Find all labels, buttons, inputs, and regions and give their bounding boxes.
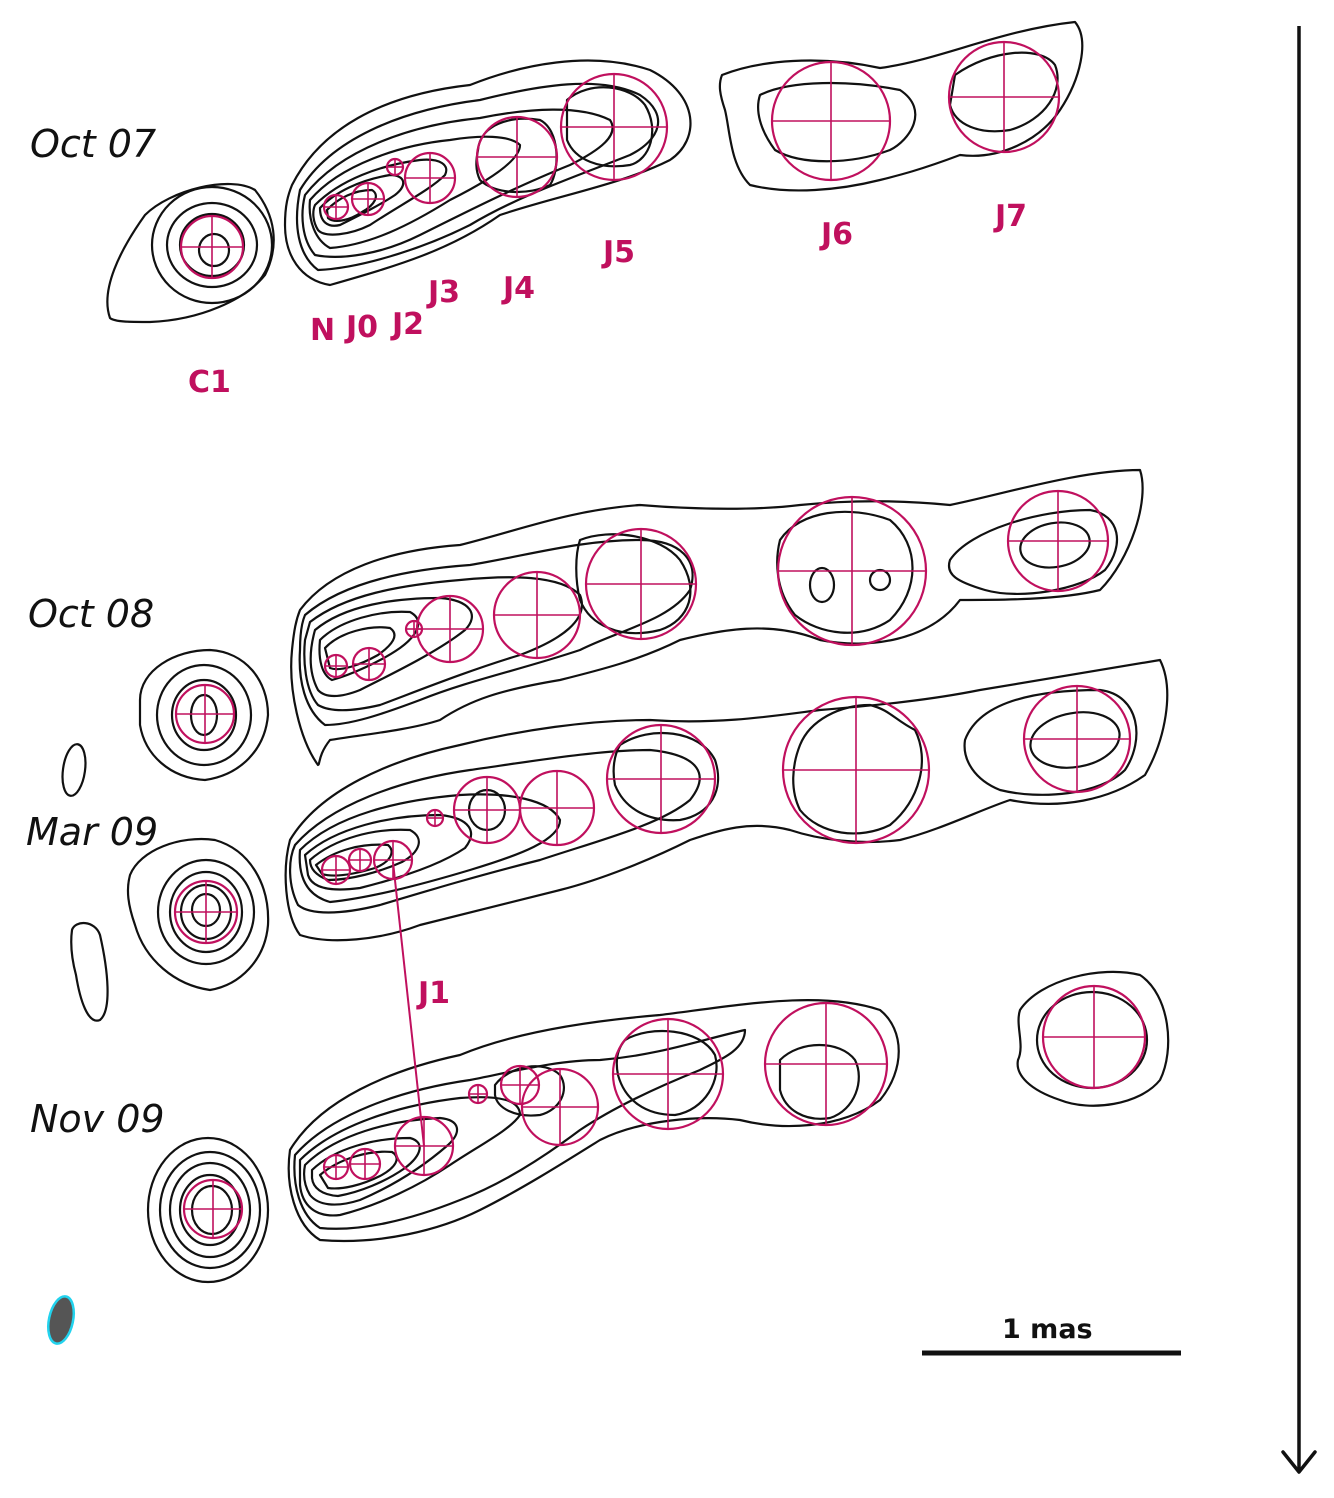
component-j3-oct08	[415, 594, 485, 664]
component-j3-nov09	[499, 1064, 541, 1106]
component-j6-mar09	[781, 695, 931, 845]
label-j7: J7	[993, 199, 1027, 234]
label-j1: J1	[416, 976, 450, 1011]
epoch-label-oct08: Oct 08	[28, 592, 154, 636]
label-j0: J0	[344, 310, 378, 345]
epoch-label-nov09: Nov 09	[30, 1097, 165, 1141]
component-j3-mar09	[452, 775, 522, 845]
component-j7-oct07	[947, 40, 1061, 154]
component-j6-oct07	[770, 60, 892, 182]
component-c1-nov09	[182, 1178, 244, 1240]
component-j2-mar09	[425, 808, 445, 828]
component-j5-oct07	[559, 72, 669, 182]
label-j3: J3	[426, 275, 460, 310]
component-j4-mar09	[518, 769, 596, 847]
component-j6-nov09	[763, 1001, 889, 1127]
scale-bar-label: 1 mas	[1002, 1314, 1093, 1345]
label-j6: J6	[819, 217, 853, 252]
epoch-label-mar09: Mar 09	[26, 810, 158, 854]
component-j7-oct08	[1006, 489, 1110, 593]
component-j7-nov09	[1041, 984, 1147, 1090]
epoch-label-oct07: Oct 07	[30, 122, 156, 166]
component-j5-oct08	[584, 527, 698, 641]
component-labels: C1 N J0 J2 J3 J4 J5 J6 J7 J1	[188, 199, 1027, 1011]
component-j2-nov09	[467, 1083, 489, 1105]
component-j0-oct07	[350, 181, 386, 217]
component-j3-oct07	[403, 151, 457, 205]
label-j2: J2	[390, 307, 424, 342]
component-j0-nov09	[348, 1147, 382, 1181]
component-j7-mar09	[1022, 684, 1132, 794]
component-j4-oct07	[475, 115, 559, 199]
label-j5: J5	[601, 235, 635, 270]
model-components	[173, 40, 1147, 1240]
component-c1-oct08	[174, 683, 236, 745]
beam-ellipse	[46, 1295, 76, 1345]
component-j5-mar09	[605, 723, 717, 835]
component-j1-mar09	[372, 839, 414, 881]
component-j0-mar09	[347, 847, 373, 873]
contours-oct08	[61, 468, 1144, 797]
component-n-oct08	[323, 653, 349, 679]
component-j2-oct07	[385, 157, 405, 177]
component-n-oct07	[322, 193, 350, 221]
j1-track-line	[392, 861, 425, 1147]
component-j4-nov09	[520, 1067, 600, 1147]
component-n-nov09	[322, 1153, 350, 1181]
component-j0-oct08	[351, 646, 387, 682]
component-j6-oct08	[776, 495, 928, 647]
component-c1-mar09	[173, 879, 239, 945]
label-n: N	[310, 313, 335, 348]
component-j5-nov09	[611, 1017, 725, 1131]
contours-oct07	[106, 20, 1084, 324]
component-c1-oct07	[179, 214, 245, 280]
label-c1: C1	[188, 365, 231, 400]
contours-nov09	[146, 970, 1170, 1284]
time-arrow-head	[1281, 1450, 1317, 1474]
component-n-mar09	[320, 854, 352, 886]
label-j4: J4	[501, 271, 535, 306]
component-j4-oct08	[492, 570, 582, 660]
